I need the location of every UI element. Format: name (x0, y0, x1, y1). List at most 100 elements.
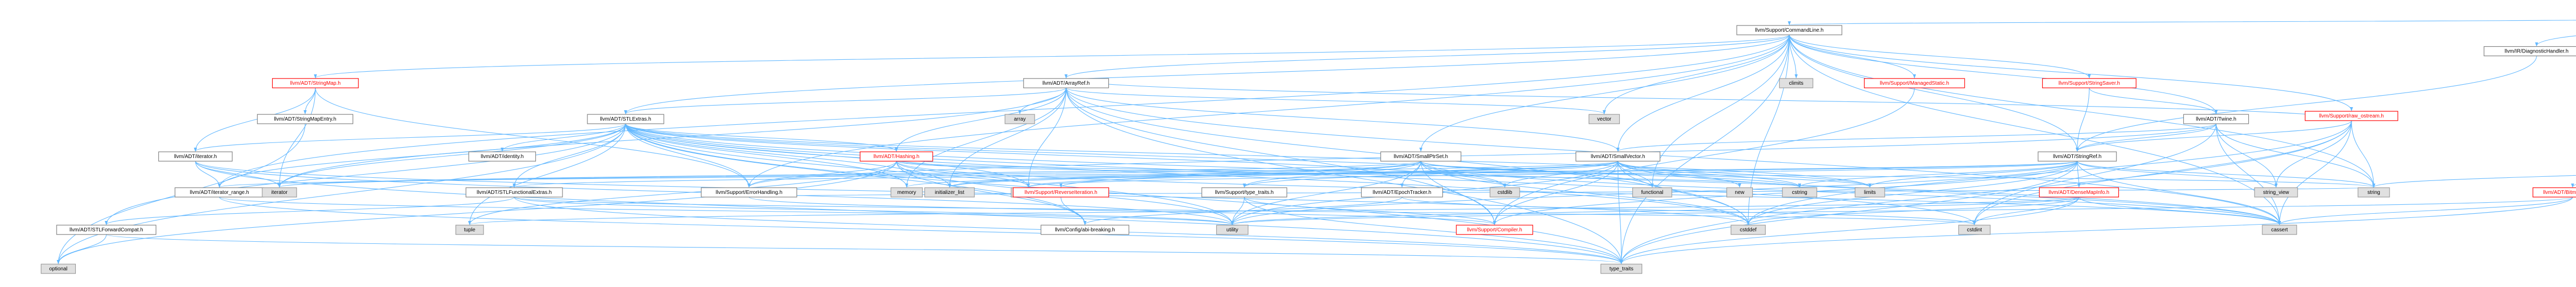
node-iterrange[interactable]: llvm/ADT/iterator_range.h (175, 187, 264, 198)
edge-errorhandling-to-string (748, 187, 2374, 198)
node-cstdlib-box (1490, 187, 1520, 198)
edge-stlforward-to-typetraits (106, 234, 1623, 264)
node-typetraitsllvm-box (1201, 187, 1287, 198)
node-bitmaskenum-box (2532, 187, 2576, 198)
node-rawostream-box (2304, 111, 2398, 121)
node-stringsaver-label: llvm/Support/StringSaver.h (2059, 81, 2120, 86)
node-limits-label: limits (1864, 190, 1876, 195)
node-stringmapentry[interactable]: llvm/ADT/StringMapEntry.h (257, 114, 354, 124)
edge-cmdline-to-smallvector (1616, 34, 1790, 152)
node-epochtracker-box (1361, 187, 1443, 198)
node-stringview: string_view (2254, 187, 2298, 198)
edge-bitmaskenum-to-utility (1231, 197, 2573, 225)
node-hashing-label: llvm/ADT/Hashing.h (874, 154, 919, 160)
node-string-box (2357, 187, 2390, 198)
node-stlforward-box (56, 225, 156, 235)
node-adtidentity[interactable]: llvm/ADT/identity.h (468, 151, 536, 162)
edge-stringref-to-stringview (2077, 161, 2278, 188)
node-typetraitsllvm[interactable]: llvm/Support/type_traits.h (1201, 187, 1287, 198)
node-stringmap[interactable]: llvm/ADT/StringMap.h (272, 78, 359, 88)
edge-stlextras-to-iteratorstd (278, 123, 626, 188)
node-functional-label: functional (1641, 190, 1663, 195)
node-twine-label: llvm/ADT/Twine.h (2196, 116, 2236, 122)
node-stringview-label: string_view (2263, 190, 2289, 195)
node-rawostream-label: llvm/Support/raw_ostream.h (2319, 113, 2384, 119)
node-limits: limits (1855, 187, 1885, 198)
node-stlfunctional[interactable]: llvm/ADT/STLFunctionalExtras.h (465, 187, 563, 198)
node-errorhandling-label: llvm/Support/ErrorHandling.h (716, 190, 782, 195)
edge-stringmap-to-stringmapentry (303, 87, 316, 114)
edge-iteratorh-to-iterrange (195, 161, 221, 188)
edge-cmdline-to-iterrange (218, 34, 1790, 188)
node-twine-box (2183, 114, 2249, 124)
node-stringmap-box (272, 78, 359, 88)
node-abibreaking[interactable]: llvm/Config/abi-breaking.h (1040, 225, 1130, 235)
edge-bitmaskenum-to-typetraits (1620, 197, 2573, 264)
node-stringsaver-box (2042, 78, 2137, 88)
node-reverseiter[interactable]: llvm/Support/ReverseIteration.h (1013, 187, 1109, 198)
edge-stlfunctional-to-stlforward (104, 197, 515, 225)
edge-hashing-to-cstring (896, 161, 1801, 188)
node-arrayref[interactable]: llvm/ADT/ArrayRef.h (1023, 78, 1109, 88)
node-stlextras[interactable]: llvm/ADT/STLExtras.h (587, 114, 664, 124)
node-optional-label: optional (49, 266, 68, 272)
node-stlforward[interactable]: llvm/ADT/STLForwardCompat.h (56, 225, 156, 235)
node-cstdlib: cstdlib (1490, 187, 1520, 198)
node-climits: climits (1779, 78, 1814, 88)
node-managedstatic-label: llvm/Support/ManagedStatic.h (1880, 81, 1949, 86)
node-epochtracker[interactable]: llvm/ADT/EpochTracker.h (1361, 187, 1443, 198)
edge-twine-to-cstdint (1973, 123, 2217, 225)
node-cstring-box (1782, 187, 1817, 198)
edge-iterrange-to-utility (219, 197, 1234, 225)
node-densemapinfo[interactable]: llvm/ADT/DenseMapInfo.h (2039, 187, 2119, 198)
node-iteratorstd-label: iterator (271, 190, 288, 195)
edge-smallptrset-to-typetraitsllvm (1242, 161, 1421, 188)
node-adtidentity-box (468, 151, 536, 162)
node-compiler[interactable]: llvm/Support/Compiler.h (1456, 225, 1533, 235)
node-bitmaskenum[interactable]: llvm/ADT/BitmaskEnum.h (2532, 187, 2576, 198)
edge-twine-to-string (2216, 123, 2376, 188)
edge-root-to-irdiag (2535, 35, 2576, 47)
node-irdiag[interactable]: llvm/IR/DiagnosticHandler.h (2484, 46, 2576, 57)
edge-rawostream-to-cstddef (1747, 120, 2352, 225)
edge-smallvector-to-memory (905, 161, 1618, 188)
edge-typetraitsllvm-to-compiler (1244, 197, 1496, 225)
node-string-label: string (2367, 190, 2380, 195)
node-smallvector[interactable]: llvm/ADT/SmallVector.h (1575, 151, 1660, 162)
node-rawostream[interactable]: llvm/Support/raw_ostream.h (2304, 111, 2398, 121)
node-new: new (1726, 187, 1753, 198)
edge-hashing-to-string (896, 161, 2375, 188)
edge-twine-to-smallvector (1616, 123, 2217, 152)
edge-stlforward-to-optional (57, 234, 107, 264)
edge-epochtracker-to-abibreaking (1083, 197, 1403, 225)
edge-stringref-to-string (2077, 161, 2376, 188)
node-iteratorh[interactable]: llvm/ADT/iterator.h (158, 151, 233, 162)
node-typetraits: type_traits (1600, 264, 1643, 274)
node-hashing[interactable]: llvm/ADT/Hashing.h (860, 151, 933, 162)
edge-managedstatic-to-compiler (1493, 87, 1915, 225)
edge-stlextras-to-functional (625, 123, 1654, 188)
edge-cmdline-to-stringref (1789, 34, 2079, 152)
node-vector-box (1588, 114, 1620, 124)
node-errorhandling-box (701, 187, 797, 198)
edge-rawostream-to-cassert (2278, 120, 2352, 225)
edge-smallptrset-to-cstdlib (1420, 161, 1507, 188)
node-smallptrset[interactable]: llvm/ADT/SmallPtrSet.h (1380, 151, 1461, 162)
node-twine[interactable]: llvm/ADT/Twine.h (2183, 114, 2249, 124)
edge-iterrange-to-typetraits (219, 197, 1623, 264)
node-typetraits-label: type_traits (1609, 266, 1633, 272)
node-managedstatic[interactable]: llvm/Support/ManagedStatic.h (1864, 78, 1965, 88)
node-iterrange-label: llvm/ADT/iterator_range.h (190, 190, 249, 195)
edge-densemapinfo-to-cassert (2078, 197, 2281, 225)
edge-reverseiter-to-abibreaking (1061, 197, 1086, 225)
edge-rawostream-to-stringview (2274, 120, 2352, 188)
node-stringref[interactable]: llvm/ADT/StringRef.h (2037, 151, 2117, 162)
node-optional-box (41, 264, 76, 274)
edge-stringsaver-to-twine (2089, 87, 2218, 114)
edge-cmdline-to-stringsaver (1789, 34, 2091, 79)
node-stringsaver[interactable]: llvm/Support/StringSaver.h (2042, 78, 2137, 88)
node-stringmapentry-label: llvm/ADT/StringMapEntry.h (274, 116, 337, 122)
node-cmdline[interactable]: llvm/Support/CommandLine.h (1736, 25, 1843, 35)
edge-rawostream-to-arrayref (1065, 77, 2352, 121)
node-errorhandling[interactable]: llvm/Support/ErrorHandling.h (701, 187, 797, 198)
